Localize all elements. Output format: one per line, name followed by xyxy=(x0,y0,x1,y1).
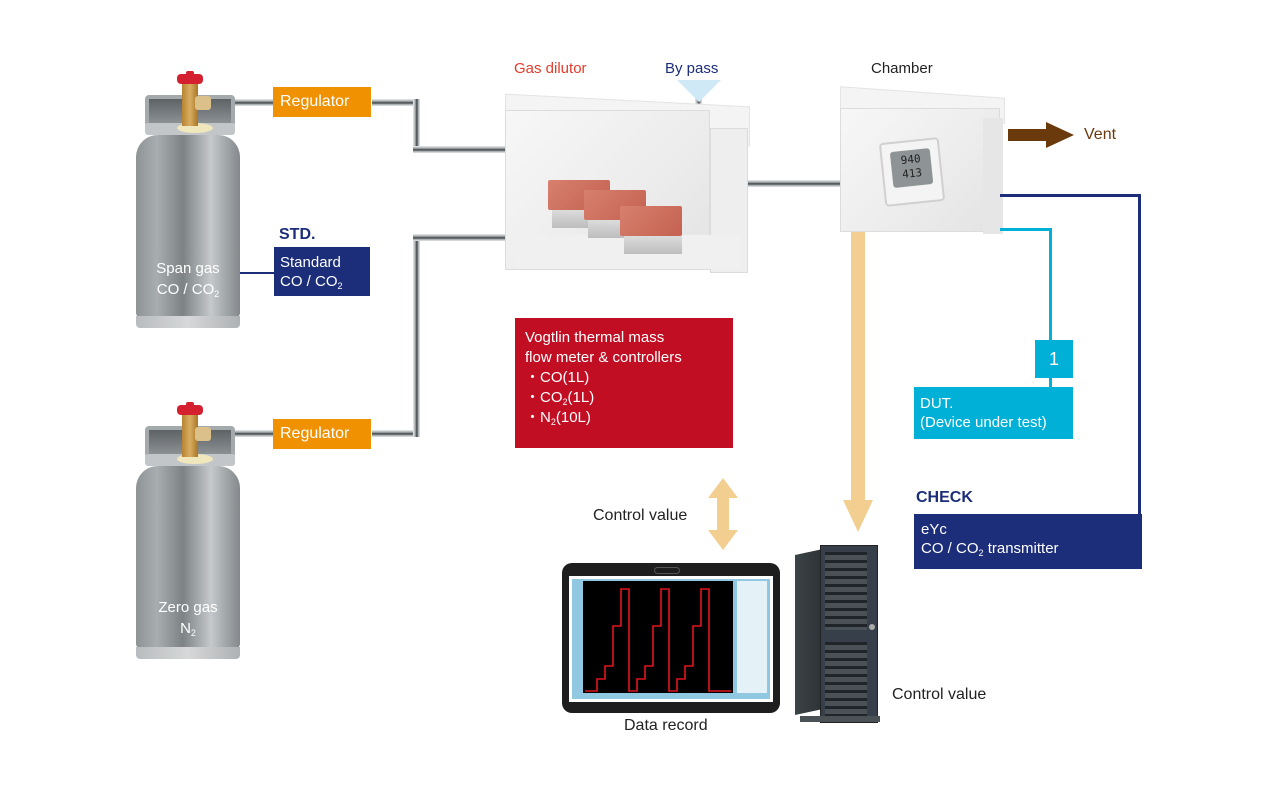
span-regulator[interactable]: Regulator xyxy=(273,87,371,117)
pipe-zero-to-regulator xyxy=(205,430,275,437)
pc-side-panel xyxy=(795,549,823,715)
dut-line1: DUT. xyxy=(920,395,954,412)
mfc-item-co2: ・CO2(1L) xyxy=(525,389,595,407)
valve-stem xyxy=(182,415,198,457)
cylinder-base xyxy=(136,647,240,659)
bypass-plume-icon xyxy=(677,80,721,102)
check-line2: CO / CO2 transmitter xyxy=(921,540,1059,558)
tablet-device[interactable] xyxy=(562,563,780,713)
pipe-span-regulator-out xyxy=(372,99,418,106)
span-gas-formula: CO / CO2 xyxy=(156,281,220,299)
valve-wheel-icon xyxy=(177,402,203,415)
standard-line2: CO / CO2 xyxy=(280,273,343,291)
pipe-span-to-regulator xyxy=(205,99,275,106)
sensor-reading-2: 413 xyxy=(901,165,923,181)
cylinder-body xyxy=(136,466,240,648)
valve-outlet xyxy=(195,96,211,110)
pc-front-panel xyxy=(820,545,878,723)
valve-wheel-icon xyxy=(177,71,203,84)
dut-line2: (Device under test) xyxy=(920,414,1047,431)
mfc-info-line1: Vogtlin thermal mass xyxy=(525,329,665,346)
pipe-zero-to-dilutor xyxy=(413,234,505,241)
standard-box[interactable]: Standard CO / CO2 xyxy=(274,247,370,296)
pc-feet xyxy=(800,716,880,722)
data-record-side-panel xyxy=(737,581,767,693)
valve-outlet xyxy=(195,427,211,441)
check-line1: eYc xyxy=(921,521,947,538)
mfc-item-n2: ・N2(10L) xyxy=(525,409,591,427)
standard-line1: Standard xyxy=(280,254,341,271)
mfc-info-line2: flow meter & controllers xyxy=(525,349,682,366)
tablet-camera-icon xyxy=(654,567,680,574)
span-gas-label: Span gas CO / CO2 xyxy=(136,258,240,300)
pipe-zero-riser xyxy=(413,234,420,437)
cylinder-body xyxy=(136,135,240,317)
mfc-item-co: ・CO(1L) xyxy=(525,369,590,386)
check-box[interactable]: eYc CO / CO2 transmitter xyxy=(914,514,1142,569)
data-record-trace xyxy=(585,588,731,692)
std-heading: STD. xyxy=(279,226,316,243)
chamber-label: Chamber xyxy=(871,60,933,77)
dut-line-vertical xyxy=(1049,228,1052,388)
mfc-info-box: Vogtlin thermal mass flow meter & contro… xyxy=(515,318,733,448)
pipe-span-riser xyxy=(413,99,420,153)
chamber-to-pc-arrow-icon xyxy=(843,232,873,532)
by-pass-label: By pass xyxy=(665,60,719,77)
control-value-right-label: Control value xyxy=(892,686,987,703)
cylinder-base xyxy=(136,316,240,328)
pipe-dilutor-to-chamber xyxy=(745,180,840,187)
gas-dilutor-label: Gas dilutor xyxy=(514,60,587,77)
zero-gas-name: Zero gas xyxy=(158,599,218,616)
check-line-horizontal xyxy=(1000,194,1141,197)
std-connector-line xyxy=(240,272,276,274)
valve-stem xyxy=(182,84,198,126)
tablet-screen xyxy=(569,576,773,702)
data-record-chart xyxy=(583,581,733,693)
mfc-device-3 xyxy=(620,206,682,254)
chamber-side xyxy=(983,118,1003,234)
sensor-display: 940 413 xyxy=(889,148,934,189)
control-value-left-label: Control value xyxy=(593,507,688,524)
vent-arrow-icon xyxy=(1008,122,1074,148)
valve-base xyxy=(177,454,213,464)
pc-power-button-icon[interactable] xyxy=(869,624,875,630)
span-gas-name: Span gas xyxy=(156,260,220,277)
check-heading: CHECK xyxy=(916,489,973,506)
control-value-double-arrow-icon xyxy=(708,478,738,550)
pipe-span-to-dilutor xyxy=(413,146,505,153)
vent-label: Vent xyxy=(1084,126,1117,143)
valve-base xyxy=(177,123,213,133)
zero-regulator[interactable]: Regulator xyxy=(273,419,371,449)
zero-gas-formula: N2 xyxy=(180,620,196,638)
check-line-vertical xyxy=(1138,194,1141,516)
dut-line-horizontal xyxy=(1000,228,1052,231)
data-record-label: Data record xyxy=(624,717,708,734)
dut-channel-1[interactable]: 1 xyxy=(1035,340,1073,378)
dut-box[interactable]: DUT. (Device under test) xyxy=(914,387,1073,439)
zero-gas-label: Zero gas N2 xyxy=(136,597,240,639)
chamber-sensor-device: 940 413 xyxy=(878,137,946,207)
pipe-zero-regulator-out xyxy=(372,430,418,437)
